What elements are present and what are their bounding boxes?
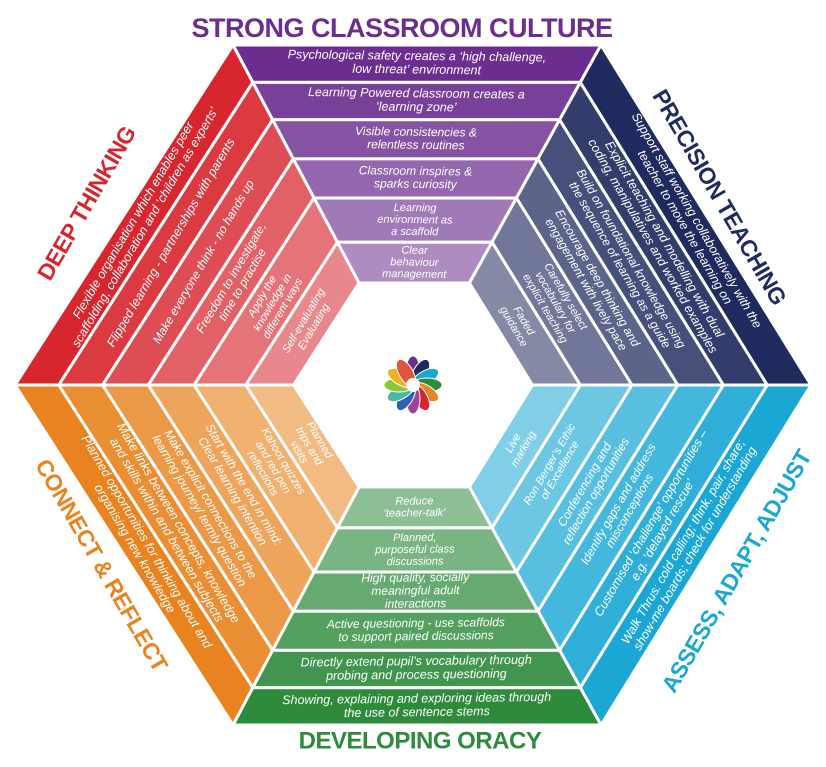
- oracy-band-4-line-2: meaningful adult: [371, 583, 460, 598]
- oracy-band-2-line-2: probing and process questioning: [325, 667, 507, 683]
- deep-band-6: [243, 239, 361, 387]
- heading-developing-oracy: DEVELOPING ORACY: [299, 727, 542, 754]
- oracy-band-5-line-2: purposeful class: [374, 543, 455, 556]
- oracy-band-6-text: Reduce‘teacher-talk’: [383, 495, 446, 520]
- culture-band-3-line-1: Visible consistencies &: [355, 124, 477, 139]
- culture-band-5-line-2: environment as: [377, 214, 453, 227]
- oracy-band-3-text: Active questioning - use scaffoldsto sup…: [326, 615, 505, 644]
- culture-band-3-text: Visible consistencies &relentless routin…: [355, 124, 477, 152]
- center-flower-icon: [383, 355, 443, 415]
- sector-oracy: Showing, explaining and exploring ideas …: [230, 485, 604, 727]
- oracy-band-4-text: High quality, sociallymeaningful adultin…: [361, 570, 470, 611]
- culture-band-3-line-2: relentless routines: [367, 137, 465, 152]
- oracy-band-2-line-1: Directly extend pupil’s vocabulary throu…: [301, 653, 532, 670]
- oracy-band-4-line-1: High quality, socially: [361, 570, 470, 585]
- culture-band-6-text: Clearbehaviourmanagement: [382, 244, 448, 281]
- culture-band-5-line-3: a scaffold: [391, 226, 439, 239]
- culture-band-5-text: Learningenvironment asa scaffold: [377, 202, 453, 239]
- sector-culture: Psychological safety creates a ‘high cha…: [230, 43, 604, 285]
- oracy-band-1-line-2: the use of sentence stems: [344, 705, 490, 721]
- heading-strong-classroom-culture: STRONG CLASSROOM CULTURE: [192, 13, 613, 43]
- oracy-band-1-text: Showing, explaining and exploring ideas …: [282, 690, 551, 721]
- culture-band-4-text: Classroom inspires &sparks curiosity: [359, 163, 473, 191]
- oracy-band-5-line-3: discussions: [387, 555, 445, 568]
- oracy-band-6-line-2: ‘teacher-talk’: [383, 507, 446, 520]
- culture-band-2-text: Learning Powered classroom creates a‘lea…: [308, 85, 525, 115]
- oracy-band-6-line-1: Reduce: [395, 495, 433, 507]
- culture-band-6-line-3: management: [382, 268, 447, 281]
- culture-band-2-line-2: ‘learning zone’: [376, 100, 457, 115]
- culture-band-1-line-2: low threat’ environment: [352, 62, 481, 78]
- culture-band-4-line-2: sparks curiosity: [374, 177, 458, 192]
- oracy-band-2-text: Directly extend pupil’s vocabulary throu…: [301, 653, 533, 683]
- culture-band-6-line-1: Clear: [401, 244, 429, 256]
- culture-band-5-line-1: Learning: [394, 202, 438, 215]
- oracy-band-5-text: Planned,purposeful classdiscussions: [374, 531, 455, 568]
- oracy-band-4-line-3: interactions: [385, 596, 447, 611]
- oracy-band-5-line-1: Planned,: [393, 532, 437, 545]
- oracy-band-3-line-1: Active questioning - use scaffolds: [326, 615, 505, 631]
- culture-band-2-line-1: Learning Powered classroom creates a: [308, 85, 525, 102]
- culture-band-4-line-1: Classroom inspires &: [359, 163, 473, 178]
- culture-band-1-line-1: Psychological safety creates a ‘high cha…: [288, 48, 547, 65]
- flower-center: [406, 378, 420, 392]
- oracy-band-3-line-2: to support paired discussions: [338, 628, 494, 644]
- culture-band-1-text: Psychological safety creates a ‘high cha…: [287, 48, 546, 79]
- culture-band-6-line-2: behaviour: [390, 256, 440, 269]
- oracy-band-1-line-1: Showing, explaining and exploring ideas …: [282, 690, 551, 707]
